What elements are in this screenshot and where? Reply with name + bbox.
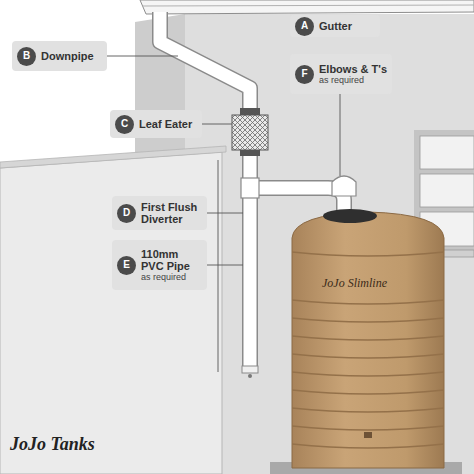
window-pane — [420, 174, 474, 207]
callout-text: C — [121, 119, 128, 129]
callout-text: Leaf Eater — [139, 118, 192, 130]
leaf-eater — [232, 115, 268, 150]
branch-outline — [250, 188, 344, 214]
callout-text: F — [301, 69, 307, 79]
leader-lines — [107, 56, 340, 372]
leaf-eater-collar — [240, 108, 260, 115]
watermark: JoJo Tanks — [10, 434, 95, 455]
callout-badge: E — [117, 256, 136, 275]
leaf-eater-collar — [240, 150, 260, 156]
tank-tap — [364, 432, 372, 438]
gutter — [140, 0, 474, 14]
callout-box: Leaf Eater C — [110, 110, 202, 138]
callout-box: Elbows & T'sas required F — [290, 54, 392, 94]
callout-badge: F — [295, 65, 314, 84]
tee-fitting — [241, 178, 259, 198]
callout-text: A — [301, 21, 308, 31]
callout-text: First Flush Diverter — [141, 201, 202, 225]
callout-note: as required — [141, 272, 202, 283]
callout-box: Downpipe B — [12, 41, 107, 71]
tank-lid — [323, 209, 377, 223]
callout-text: E — [123, 260, 130, 270]
downpipe-outline — [160, 12, 250, 115]
gutter-edge — [143, 5, 474, 6]
boundary-wall — [0, 152, 222, 474]
water-tank — [292, 212, 444, 468]
callout-text: D — [123, 208, 130, 218]
window-pane — [420, 136, 474, 169]
callout-note: as required — [319, 75, 387, 86]
downpipe — [160, 12, 250, 115]
elbow-fitting — [332, 176, 356, 196]
diverter-cap — [242, 366, 258, 373]
callout-badge: A — [295, 17, 314, 36]
callout-badge: D — [117, 204, 136, 223]
callout-badge: C — [115, 115, 134, 134]
callout-text: B — [23, 51, 30, 61]
callout-text: Elbows & T's — [319, 63, 387, 75]
callout-text: 110mm PVC Pipe — [141, 248, 202, 272]
callout-badge: B — [17, 47, 36, 66]
callout-text: Gutter — [319, 20, 352, 32]
tank-brand: JoJo Slimline — [322, 276, 387, 291]
callout-text: Downpipe — [41, 50, 94, 62]
wall-coping — [0, 146, 226, 168]
callout-box: 110mm PVC Pipeas required E — [112, 240, 207, 290]
diverter-outline — [242, 150, 258, 368]
callout-box: Gutter A — [290, 15, 380, 37]
branch-pipe — [250, 188, 344, 214]
callout-box: First Flush Diverter D — [112, 196, 207, 230]
drain-valve — [248, 374, 252, 378]
tank-ribs — [292, 252, 444, 448]
